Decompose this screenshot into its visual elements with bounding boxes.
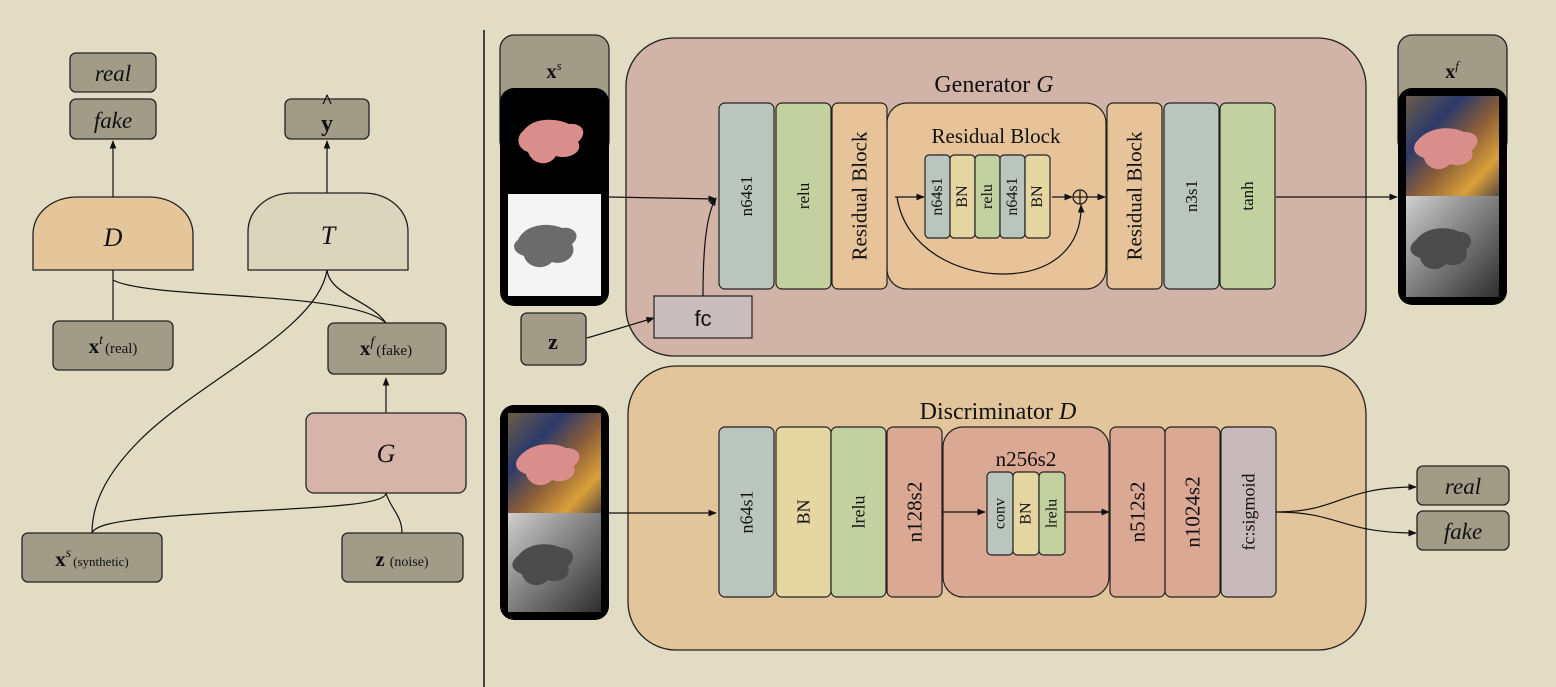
discriminator-panel: Discriminator D n256s2 n64s1 BN lrelu n128s… xyxy=(500,365,1510,651)
output-real-label: real xyxy=(95,61,131,86)
generator-layer-3-label: Residual Block xyxy=(848,131,872,260)
z-to-gen-wire xyxy=(385,492,403,534)
output-fake-box: fake xyxy=(69,98,157,140)
discriminator-layer-7-label: fc:sigmoid xyxy=(1239,474,1259,551)
z-noise-label: z(noise) xyxy=(375,547,429,571)
xs-to-gen-wire xyxy=(91,492,387,534)
residual-layer-2-label: BN xyxy=(954,185,971,208)
skip-connection-arrow xyxy=(896,196,1085,275)
discriminator-output-real: real xyxy=(1416,465,1510,506)
discriminator-node-label: D xyxy=(103,223,123,252)
xf-to-disc-wire xyxy=(112,279,387,324)
discriminator-node: D xyxy=(32,196,194,271)
discriminator-layers: n64s1 BN lrelu n128s2 n512s2 n1024s2 fc:sigmoi… xyxy=(718,426,1277,598)
generator-layer-1-n64s1 xyxy=(718,102,775,290)
disc-to-fake-arrow xyxy=(1275,511,1417,537)
generator-noise-label: z xyxy=(548,329,558,354)
n256s2-block-layer-3-lrelu xyxy=(1038,471,1066,556)
xs-to-task-wire xyxy=(91,269,328,534)
task-network-node: T xyxy=(247,192,409,271)
residual-block-title: Residual Block xyxy=(932,124,1061,148)
discriminator-input-column xyxy=(500,405,609,620)
disc-to-real-arrow xyxy=(1275,483,1417,513)
xf-fake-box: xf(fake) xyxy=(327,322,447,375)
generator-output-label: xf xyxy=(1445,58,1461,83)
generator-layers: n64s1 relu Residual Block Residual Block n3s… xyxy=(718,102,1276,290)
n256s2-block-layer-2-label: BN xyxy=(1018,502,1035,525)
discriminator-layer-6-label: n1024s2 xyxy=(1181,476,1205,547)
residual-layer-5-label: BN xyxy=(1029,185,1046,208)
residual-layer-1-label: n64s1 xyxy=(929,177,946,215)
noise-to-fc-arrow xyxy=(586,316,655,339)
n256s2-block-layer-3-label: lrelu xyxy=(1044,499,1061,528)
generator-noise-box: z xyxy=(520,312,587,366)
generator-input-column: xs xyxy=(499,34,610,306)
discriminator-layer-1-label: n64s1 xyxy=(737,490,757,533)
generator-node: G xyxy=(305,412,467,494)
residual-layer-3-label: relu xyxy=(979,184,996,209)
residual-block-layers: n64s1 BN relu n64s1 BN xyxy=(924,154,1051,239)
xf-fake-label: xf(fake) xyxy=(360,335,412,360)
discriminator-layer-1-n64s1 xyxy=(718,426,775,598)
generator-layer-4-residual-block xyxy=(1106,102,1163,290)
generator-title: Generator G xyxy=(934,72,1053,98)
xs-synthetic-box: xs(synthetic) xyxy=(21,532,163,583)
generator-layer-2-label: relu xyxy=(794,182,813,209)
generator-layer-6-tanh xyxy=(1219,102,1276,290)
residual-layer-4-label: n64s1 xyxy=(1004,177,1021,215)
synthetic-object-shape xyxy=(518,119,584,164)
discriminator-layer-4-label: n128s2 xyxy=(903,482,927,543)
xf-to-task-wire xyxy=(326,269,387,324)
discriminator-output-real-label: real xyxy=(1445,474,1481,499)
generator-layer-1-label: n64s1 xyxy=(737,176,756,217)
n256s2-block-layer-1-label: conv xyxy=(992,498,1009,529)
discriminator-layer-4-n128s2 xyxy=(886,426,943,598)
xt-real-box: xt(real) xyxy=(52,320,174,371)
task-network-node-label: T xyxy=(321,221,337,250)
discriminator-layer-6-n1024s2 xyxy=(1164,426,1221,598)
discriminator-output-fake-label: fake xyxy=(1444,519,1482,544)
generator-output-column: xf xyxy=(1397,34,1508,305)
overview-panel: real fake ^ y D T xt(real) xf(fake) xyxy=(21,52,467,583)
generator-layer-3-residual-block xyxy=(831,102,888,290)
n256s2-block-title: n256s2 xyxy=(996,447,1057,471)
z-noise-box: z(noise) xyxy=(341,532,464,583)
generator-layer-6-label: tanh xyxy=(1238,181,1257,211)
fc-to-input-arrow xyxy=(702,197,717,297)
generator-layer-5-label: n3s1 xyxy=(1182,180,1201,212)
synthetic-depth-shape xyxy=(514,224,577,268)
residual-layer-5-bn xyxy=(1024,154,1051,239)
generator-panel: Generator G xs z fc Residual Block n64 xyxy=(499,34,1508,366)
discriminator-layer-2-label: BN xyxy=(794,499,814,524)
n256s2-block-layers: conv BN lrelu xyxy=(986,471,1066,556)
generator-fc-label: fc xyxy=(694,306,711,331)
discriminator-output-fake: fake xyxy=(1416,510,1510,551)
output-real-box: real xyxy=(69,52,157,93)
generator-node-label: G xyxy=(377,439,396,468)
output-yhat-box: ^ y xyxy=(284,91,370,140)
output-yhat-label: y xyxy=(321,111,333,137)
generator-fc-box: fc xyxy=(653,295,753,339)
output-fake-label: fake xyxy=(94,108,132,133)
xs-synthetic-label: xs(synthetic) xyxy=(55,546,129,571)
yhat-accent: ^ xyxy=(321,91,333,113)
discriminator-title: Discriminator D xyxy=(920,399,1077,425)
discriminator-layer-3-label: lrelu xyxy=(849,496,869,529)
input-to-generator-arrow xyxy=(608,195,717,203)
discriminator-layer-3-lrelu xyxy=(830,426,887,598)
xt-real-label: xt(real) xyxy=(89,333,138,358)
generator-input-label: xs xyxy=(546,58,561,83)
generator-layer-4-label: Residual Block xyxy=(1123,131,1147,260)
generator-layer-2-relu xyxy=(775,102,832,290)
discriminator-layer-5-label: n512s2 xyxy=(1126,482,1150,543)
generator-layer-5-n3s1 xyxy=(1163,102,1220,290)
